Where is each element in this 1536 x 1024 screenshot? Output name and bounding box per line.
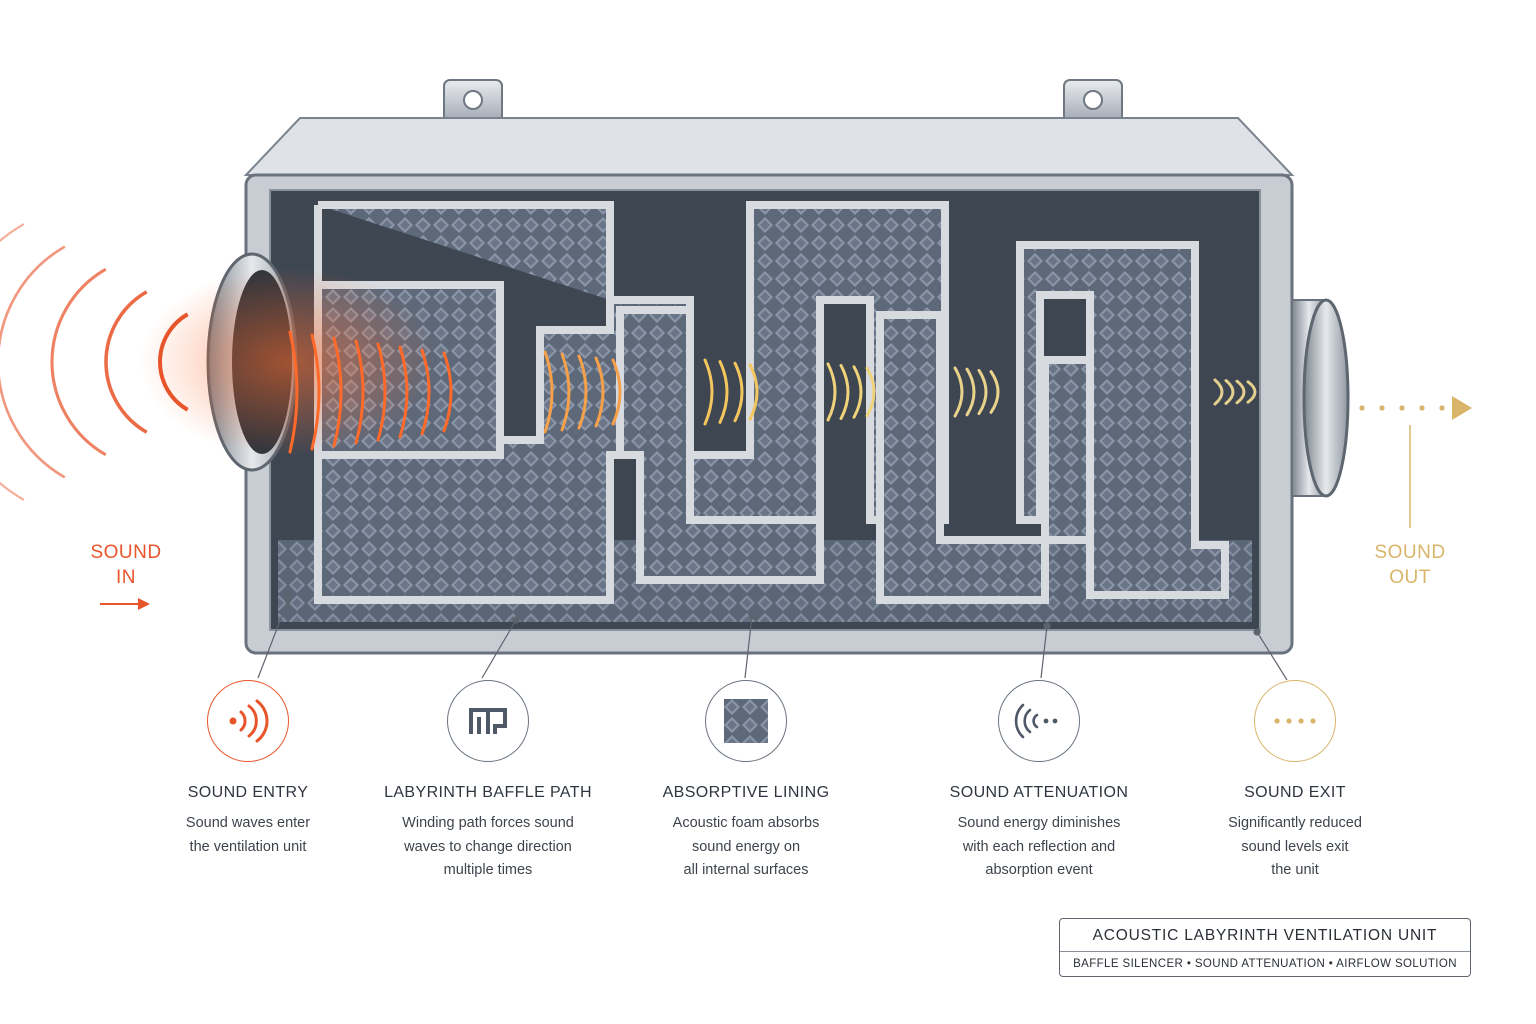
mounting-bracket-left xyxy=(443,79,503,127)
feature-description: Sound waves enter the ventilation unit xyxy=(128,812,368,859)
feature-title: SOUND EXIT xyxy=(1244,784,1346,801)
feature-sound-attenuation: SOUND ATTENUATION Sound energy diminishe… xyxy=(919,680,1159,883)
incoming-sound-waves xyxy=(0,223,189,501)
internal-wave-arc xyxy=(989,370,1000,414)
internal-wave-arc xyxy=(398,345,409,439)
feature-description: Acoustic foam absorbs sound energy on al… xyxy=(626,812,866,883)
diagram-title: ACOUSTIC LABYRINTH VENTILATION UNIT xyxy=(1092,927,1438,944)
internal-wave-arc xyxy=(332,336,343,448)
sound-out-label: SOUND OUT xyxy=(1362,540,1458,590)
feature-description: Sound energy diminishes with each reflec… xyxy=(919,812,1159,883)
internal-wave-arc xyxy=(953,366,964,418)
internal-wave-arc xyxy=(611,358,622,426)
attenuating-waves-icon xyxy=(998,680,1080,762)
incoming-wave-arc xyxy=(0,245,66,479)
feature-sound-exit: SOUND EXIT Significantly reduced sound l… xyxy=(1175,680,1415,883)
feature-sound-entry: SOUND ENTRY Sound waves enter the ventil… xyxy=(128,680,368,859)
feature-absorptive-lining: ABSORPTIVE LINING Acoustic foam absorbs … xyxy=(626,680,866,883)
mounting-bracket-right xyxy=(1063,79,1123,127)
internal-wave-arc xyxy=(1224,379,1235,405)
desc-line: Sound energy diminishes xyxy=(957,815,1121,831)
desc-line: Significantly reduced xyxy=(1228,815,1362,831)
feature-labyrinth-baffle-path: LABYRINTH BAFFLE PATH Winding path force… xyxy=(368,680,608,883)
diagram-subtitle: BAFFLE SILENCER • SOUND ATTENUATION • AI… xyxy=(1073,958,1457,970)
internal-wave-arc xyxy=(594,356,605,428)
internal-wave-arc xyxy=(839,363,850,421)
internal-wave-arc xyxy=(852,365,863,419)
leader-lines xyxy=(257,596,1288,680)
feature-title: ABSORPTIVE LINING xyxy=(662,784,830,801)
feature-title: LABYRINTH BAFFLE PATH xyxy=(384,784,592,801)
outlet-duct xyxy=(1291,298,1350,498)
internal-wave-arc xyxy=(865,366,876,418)
internal-wave-arc xyxy=(543,350,554,434)
internal-wave-arc xyxy=(733,361,744,423)
sound-in-label: SOUND IN xyxy=(78,540,174,590)
desc-line: with each reflection and xyxy=(962,838,1116,855)
internal-wave-arc xyxy=(826,362,837,422)
internal-wave-arc xyxy=(1235,379,1246,405)
incoming-wave-arc xyxy=(0,223,25,501)
housing-top-face xyxy=(243,117,1295,176)
desc-line: the ventilation unit xyxy=(189,838,307,855)
desc-line: absorption event xyxy=(985,862,1093,878)
internal-wave-arc xyxy=(748,363,759,421)
internal-wave-arc xyxy=(310,333,321,451)
desc-line: Sound waves enter xyxy=(185,815,311,831)
feature-description: Significantly reduced sound levels exit … xyxy=(1175,812,1415,883)
incoming-wave-arc xyxy=(50,267,107,457)
internal-wave-arc xyxy=(354,339,365,445)
foam-pattern-icon xyxy=(705,680,787,762)
sound-in-arrow xyxy=(100,598,150,610)
sound-out-arrow xyxy=(1359,396,1472,528)
desc-line: multiple times xyxy=(443,862,533,878)
desc-line: Winding path forces sound xyxy=(402,815,574,831)
internal-sound-waves xyxy=(288,330,1257,454)
internal-wave-arc xyxy=(977,368,988,416)
incoming-wave-arc xyxy=(104,290,148,434)
internal-wave-arc xyxy=(1213,378,1224,406)
desc-line: waves to change direction xyxy=(404,838,572,855)
internal-wave-arc xyxy=(376,342,387,442)
internal-wave-arc xyxy=(1246,380,1257,404)
desc-line: all internal surfaces xyxy=(683,862,809,878)
baffle-block-6 xyxy=(1016,241,1229,599)
desc-line: sound energy on xyxy=(691,838,801,855)
internal-wave-arc xyxy=(965,367,976,417)
desc-line: the unit xyxy=(1271,862,1319,878)
ventilation-unit-illustration xyxy=(0,79,1472,680)
inlet-duct xyxy=(140,252,440,472)
baffle-block-4 xyxy=(616,306,824,584)
sound-out-line-2: OUT xyxy=(1389,567,1431,588)
title-divider xyxy=(1060,951,1470,952)
sound-waves-icon xyxy=(207,680,289,762)
baffle-path-icon xyxy=(447,680,529,762)
internal-wave-arc xyxy=(718,360,729,424)
incoming-wave-arc xyxy=(158,312,189,412)
sound-out-line-1: SOUND xyxy=(1374,542,1446,563)
feature-title: SOUND ENTRY xyxy=(187,784,309,801)
sound-in-line-1: SOUND xyxy=(90,542,162,563)
internal-wave-arc xyxy=(577,354,588,430)
desc-line: Acoustic foam absorbs xyxy=(672,815,820,831)
internal-wave-arc xyxy=(420,348,431,436)
internal-wave-arc xyxy=(288,330,299,454)
internal-wave-arc xyxy=(442,351,453,433)
title-box: ACOUSTIC LABYRINTH VENTILATION UNIT BAFF… xyxy=(1059,918,1471,977)
desc-line: sound levels exit xyxy=(1241,838,1349,855)
feature-description: Winding path forces sound waves to chang… xyxy=(368,812,608,883)
internal-wave-arc xyxy=(703,358,714,426)
sound-in-line-2: IN xyxy=(116,567,136,588)
internal-wave-arc xyxy=(560,352,571,432)
feature-title: SOUND ATTENUATION xyxy=(949,784,1129,801)
dotted-exit-icon xyxy=(1254,680,1336,762)
